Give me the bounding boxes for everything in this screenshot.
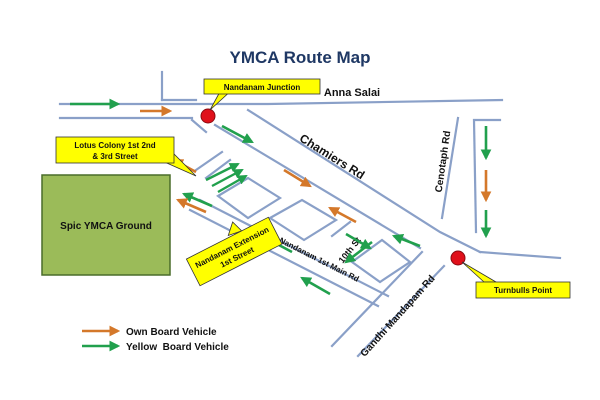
yellow-board-arrow — [217, 174, 248, 194]
chamiers-road-lower — [213, 123, 422, 250]
nandanam-junction-marker — [200, 108, 216, 124]
lotus-colony-label-line1: Lotus Colony 1st 2nd — [74, 141, 155, 150]
turnbulls-point-marker — [450, 250, 466, 266]
road-network — [58, 70, 562, 358]
block-middle — [267, 198, 339, 242]
chamiers-road-upper — [246, 108, 482, 254]
spic-ymca-ground-label: Spic YMCA Ground — [60, 221, 152, 232]
yellow-board-arrow — [221, 124, 254, 144]
cenotaph-road-right — [472, 118, 478, 234]
chamiers-rd-label: Chamiers Rd — [297, 131, 367, 182]
nandanam-junction-label: Nandanam Junction — [224, 83, 301, 92]
nandanam-extension-callout: Nandanam Extension 1st Street — [185, 216, 283, 287]
gandhi-mandapam-road-left — [330, 250, 424, 348]
route-arrows — [70, 98, 492, 296]
cenotaph-road-left — [440, 116, 460, 220]
east-side-road — [478, 250, 562, 260]
legend-own-board-label: Own Board Vehicle — [126, 327, 217, 338]
own-board-arrow — [175, 198, 207, 214]
yellow-board-arrow — [391, 234, 421, 248]
turnbulls-point-label: Turnbulls Point — [494, 286, 552, 295]
chamiers-road-lower-b — [190, 118, 208, 134]
gandhi-mandapam-road-right — [356, 264, 446, 358]
own-board-arrow — [283, 168, 312, 188]
nandanam-main-road-upper — [198, 198, 390, 298]
map-title: YMCA Route Map — [229, 48, 370, 67]
nandanam-junction-callout: Nandanam Junction — [203, 78, 321, 111]
block-right — [350, 238, 412, 284]
nandanam-main-road-lower — [188, 208, 380, 308]
yellow-board-arrow — [211, 168, 244, 188]
spic-ymca-ground — [41, 174, 171, 276]
anna-salai-road — [58, 98, 504, 106]
yellow-board-arrow — [344, 240, 373, 264]
yellow-board-arrow — [205, 162, 240, 182]
legend: Own Board Vehicle Yellow Board Vehicle — [82, 325, 229, 353]
yellow-board-arrow — [300, 276, 331, 296]
yellow-board-arrow — [181, 192, 213, 208]
lotus-colony-label-line2: & 3rd Street — [92, 152, 138, 161]
tenth-street — [330, 220, 352, 238]
legend-yellow-board-label: Yellow Board Vehicle — [126, 342, 229, 353]
lotus-colony-callout: Lotus Colony 1st 2nd & 3rd Street — [55, 136, 197, 177]
own-board-arrow — [328, 206, 357, 224]
anna-salai-label: Anna Salai — [324, 87, 380, 99]
block-left — [216, 176, 283, 220]
turnbulls-point-callout: Turnbulls Point — [461, 261, 571, 299]
lotus-colony-lanes — [194, 150, 232, 180]
